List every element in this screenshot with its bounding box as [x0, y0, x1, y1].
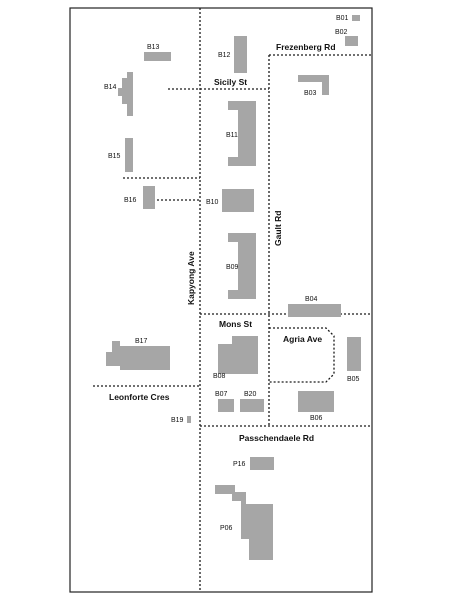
road-label-passchendaele: Passchendaele Rd [239, 433, 314, 443]
building-b13[interactable] [144, 52, 171, 61]
building-b20[interactable] [240, 399, 264, 412]
buildings [106, 15, 361, 560]
label-b13: B13 [147, 44, 160, 51]
label-b06: B06 [310, 415, 323, 422]
building-b15[interactable] [125, 138, 133, 172]
building-b04[interactable] [288, 304, 341, 317]
label-p16: P16 [233, 461, 246, 468]
label-b16: B16 [124, 197, 137, 204]
building-b11[interactable] [228, 101, 256, 166]
label-b07: B07 [215, 391, 228, 398]
label-b20: B20 [244, 391, 257, 398]
building-labels: B01 B02 B03 B04 B05 B06 B07 B08 B09 B10 … [104, 15, 360, 532]
label-b09: B09 [226, 264, 239, 271]
label-b04: B04 [305, 296, 318, 303]
label-b19: B19 [171, 417, 184, 424]
map-border [69, 7, 373, 593]
road-label-gault: Gault Rd [273, 211, 283, 246]
label-p06: P06 [220, 525, 233, 532]
building-p06[interactable] [215, 485, 273, 560]
road-labels: Frezenberg Rd Sicily St Gault Rd Kapyong… [109, 42, 336, 443]
label-b08: B08 [213, 373, 226, 380]
label-b15: B15 [108, 153, 121, 160]
label-b03: B03 [304, 90, 317, 97]
building-b19[interactable] [187, 416, 191, 423]
road-label-sicily: Sicily St [214, 77, 247, 87]
building-b08[interactable] [218, 336, 258, 374]
road-label-kapyong: Kapyong Ave [186, 251, 196, 305]
building-b02[interactable] [345, 36, 358, 46]
label-b01: B01 [336, 15, 349, 22]
building-b16[interactable] [143, 186, 155, 209]
building-b10[interactable] [222, 189, 254, 212]
road-label-leonforte: Leonforte Cres [109, 392, 170, 402]
road-label-agria: Agria Ave [283, 334, 322, 344]
label-b10: B10 [206, 199, 219, 206]
road-label-frezenberg: Frezenberg Rd [276, 42, 336, 52]
building-b06[interactable] [298, 391, 334, 412]
road-lines [93, 8, 372, 592]
label-b14: B14 [104, 84, 117, 91]
building-b05[interactable] [347, 337, 361, 371]
building-b07[interactable] [218, 399, 234, 412]
building-b09[interactable] [228, 233, 256, 299]
building-b17[interactable] [106, 341, 170, 370]
building-p16[interactable] [250, 457, 274, 470]
label-b05: B05 [347, 376, 360, 383]
label-b11: B11 [226, 132, 238, 139]
label-b02: B02 [335, 29, 348, 36]
building-b14[interactable] [118, 72, 133, 116]
building-b12[interactable] [234, 36, 247, 73]
building-b01[interactable] [352, 15, 360, 21]
building-b03[interactable] [298, 75, 329, 95]
road-label-mons: Mons St [219, 319, 252, 329]
label-b12: B12 [218, 52, 231, 59]
label-b17: B17 [135, 338, 148, 345]
